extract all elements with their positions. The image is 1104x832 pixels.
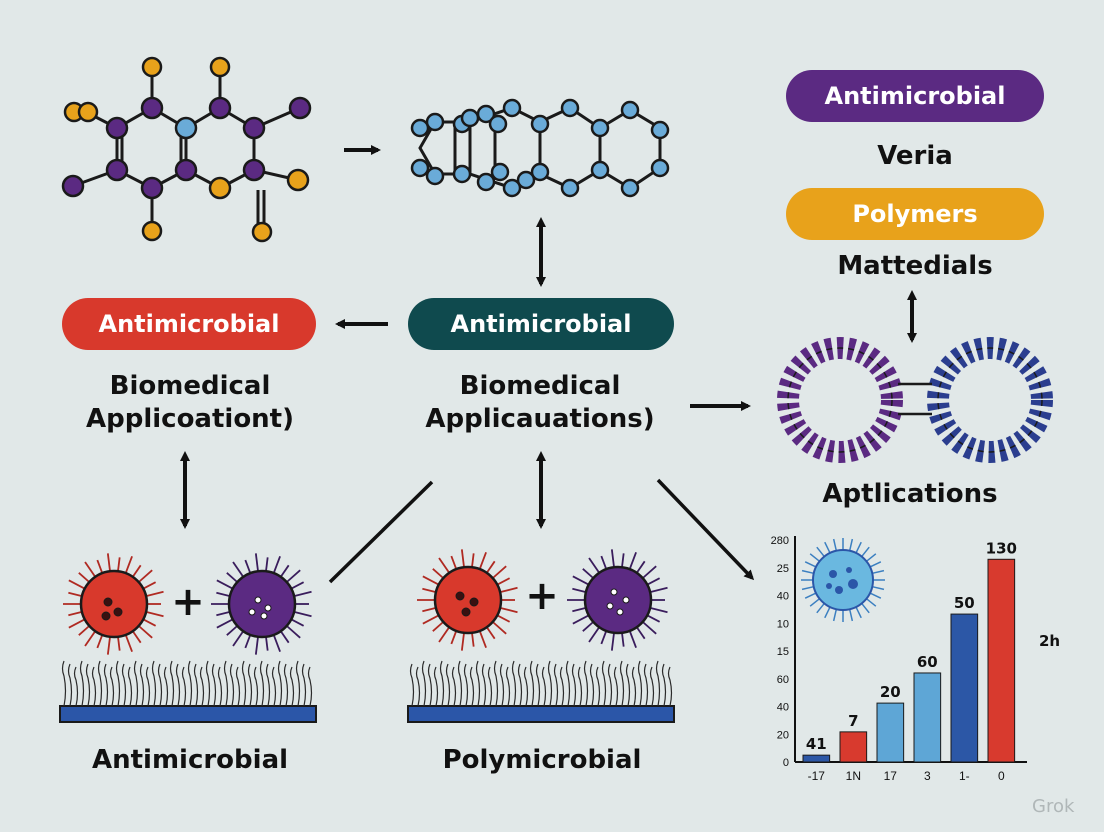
caption-left-line2: Applicoationt) xyxy=(85,404,294,434)
chart-microbe-icon xyxy=(801,538,885,622)
chart-y-tick-label: 280 xyxy=(771,535,789,547)
chart-bar xyxy=(876,702,905,763)
chart-bar xyxy=(950,613,979,763)
polymer-beads xyxy=(410,98,670,198)
chart-bar xyxy=(802,754,831,763)
caption-left-biomedical: Biomedical Applicoationt) xyxy=(40,370,340,436)
chart-side-label: 2h xyxy=(1039,632,1060,650)
caption-center-line1: Biomedical xyxy=(459,371,621,401)
brush-surface-center xyxy=(407,660,675,723)
pill-antimicrobial-teal: Antimicrobial xyxy=(408,298,674,350)
chart-x-tick-label: 3 xyxy=(924,769,931,783)
pill-antimicrobial-purple: Antimicrobial xyxy=(786,70,1044,122)
chart-y-tick-label: 40 xyxy=(777,591,789,603)
chart-data-label: 41 xyxy=(806,735,827,753)
chart-x-tick-label: 0 xyxy=(998,769,1005,783)
chart-y-tick-label: 15 xyxy=(777,646,789,658)
chart-bar xyxy=(987,558,1016,763)
red-microbe-icon-center xyxy=(417,549,518,651)
plus-sign-center: + xyxy=(525,573,559,619)
caption-bottom-polymicrobial: Polymicrobial xyxy=(442,745,642,775)
small-molecule-icon xyxy=(72,67,301,230)
bar-chart: 0 20 40 60 15 10 40 25 280 41 -17 7 1N 20 17 60 3 50 1- 130… xyxy=(755,528,1060,790)
coiled-polymer-rings-icon xyxy=(777,337,1053,463)
red-microbe-icon-left xyxy=(63,553,164,655)
bar-chart-svg: 0 20 40 60 15 10 40 25 280 41 -17 7 1N 20 17 60 3 50 1- 130… xyxy=(771,535,1060,783)
watermark: Grok xyxy=(1032,796,1075,817)
chart-data-label: 20 xyxy=(880,683,901,701)
purple-microbe-icon-center xyxy=(567,549,668,651)
chart-y-tick-label: 10 xyxy=(777,618,789,630)
caption-center-line2: Applicauations) xyxy=(425,404,655,434)
caption-mattedials: Mattedials xyxy=(837,251,993,281)
chart-data-label: 60 xyxy=(917,653,938,671)
caption-bottom-antimicrobial: Antimicrobial xyxy=(91,745,289,775)
purple-microbe-icon-left xyxy=(211,553,312,655)
chart-y-tick-label: 40 xyxy=(777,702,789,714)
molecule-atoms xyxy=(61,56,312,243)
chart-x-tick-label: 17 xyxy=(884,769,898,783)
connector-line xyxy=(328,480,434,584)
chart-bar xyxy=(839,731,868,763)
chart-y-tick-label: 60 xyxy=(777,674,789,686)
chart-data-label: 7 xyxy=(848,712,858,730)
caption-aptlications: Aptlications xyxy=(822,479,998,509)
arrow-to-chart xyxy=(656,478,755,581)
chart-y-tick-label: 20 xyxy=(777,729,789,741)
pill-antimicrobial-red: Antimicrobial xyxy=(62,298,316,350)
chart-x-tick-label: -17 xyxy=(808,769,826,783)
caption-center-biomedical: Biomedical Applicauations) xyxy=(390,370,690,436)
chart-bar xyxy=(913,672,942,763)
brush-surface-left xyxy=(59,660,317,723)
caption-left-line1: Biomedical xyxy=(109,371,271,401)
pill-polymers-orange: Polymers xyxy=(786,188,1044,240)
caption-veria: Veria xyxy=(877,141,953,171)
chart-x-tick-label: 1N xyxy=(846,769,861,783)
chart-y-tick-label: 0 xyxy=(783,757,789,769)
chart-data-label: 130 xyxy=(986,539,1017,557)
chart-y-tick-label: 25 xyxy=(777,563,789,575)
plus-sign-left: + xyxy=(171,579,205,625)
chart-data-label: 50 xyxy=(954,594,975,612)
chart-x-tick-label: 1- xyxy=(959,769,970,783)
